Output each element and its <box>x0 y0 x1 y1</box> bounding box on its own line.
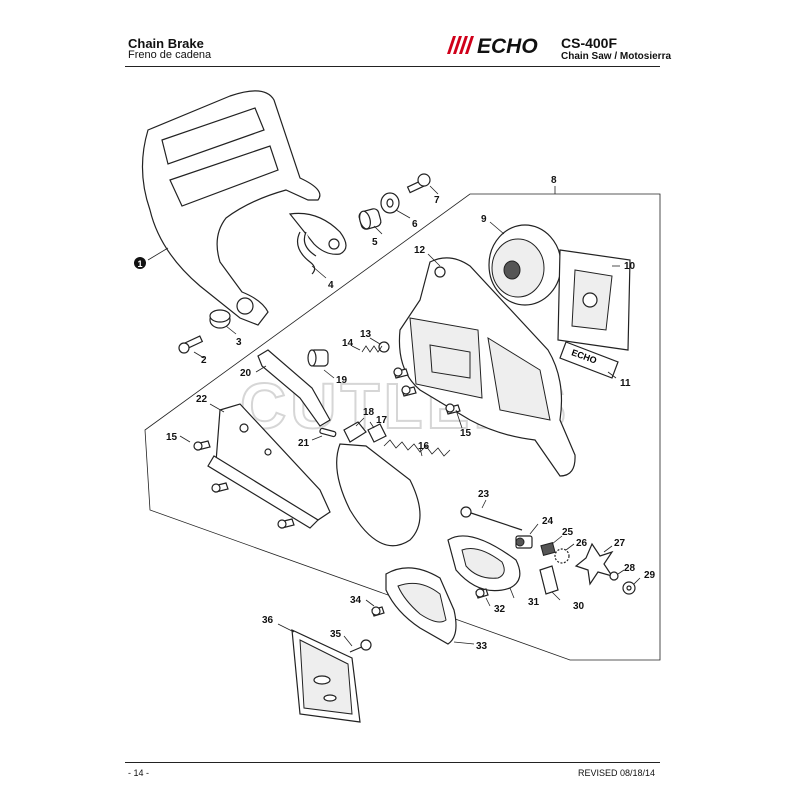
washer-part <box>380 192 400 214</box>
leader-lines <box>147 185 641 647</box>
callout-15-right: 15 <box>460 428 472 439</box>
svg-text:1: 1 <box>137 259 142 269</box>
callout-5: 5 <box>372 237 378 248</box>
callout-26: 26 <box>576 538 588 549</box>
echo-logo: ECHO <box>445 34 557 61</box>
model-number: CS-400F <box>561 35 618 51</box>
callout-16: 16 <box>418 441 430 452</box>
chain-guide-plate-part <box>447 535 521 592</box>
nut-part <box>540 542 556 556</box>
callout-35: 35 <box>330 629 342 640</box>
callout-32: 32 <box>494 604 506 615</box>
callout-23: 23 <box>478 489 490 500</box>
washer-29-part <box>622 581 636 595</box>
link-part <box>343 421 367 443</box>
callout-29: 29 <box>644 570 656 581</box>
callout-2: 2 <box>201 355 207 366</box>
bolt-part <box>406 173 431 194</box>
hand-guard-part <box>141 90 347 326</box>
callout-1: 1 <box>134 257 146 269</box>
callout-18: 18 <box>363 407 375 418</box>
callout-3: 3 <box>236 337 242 348</box>
bar-plate-part <box>291 629 361 723</box>
callout-34: 34 <box>350 595 362 606</box>
model-subtitle: Chain Saw / Motosierra <box>561 51 672 62</box>
collar-part <box>209 309 231 329</box>
bushing-part <box>358 208 382 230</box>
callout-14: 14 <box>342 338 354 349</box>
page-title: Chain Brake <box>128 36 204 51</box>
callout-12: 12 <box>414 245 426 256</box>
guide-plate-part <box>207 403 331 529</box>
pin-part <box>319 427 337 438</box>
long-bolt-part <box>460 506 523 531</box>
callout-19: 19 <box>336 375 348 386</box>
callout-17: 17 <box>376 415 388 426</box>
lever-bushing-part <box>307 349 329 367</box>
guide-plate-screws <box>193 440 295 529</box>
callout-27: 27 <box>614 538 626 549</box>
spring-clip-part <box>297 231 317 275</box>
sprocket-cover-part <box>385 567 457 645</box>
callout-7: 7 <box>434 195 440 206</box>
callout-9: 9 <box>481 214 487 225</box>
cover-plate-part <box>557 249 631 351</box>
gear-part <box>554 548 570 564</box>
callout-24: 24 <box>542 516 554 527</box>
callout-6: 6 <box>412 219 418 230</box>
star-wheel-part <box>574 542 614 586</box>
housing-screws <box>393 367 461 415</box>
callout-15-left: 15 <box>166 432 178 443</box>
callout-25: 25 <box>562 527 574 538</box>
revision-date: REVISED 08/18/14 <box>578 768 656 778</box>
callout-28: 28 <box>624 563 636 574</box>
callout-21: 21 <box>298 438 310 449</box>
callout-10: 10 <box>624 261 636 272</box>
callout-8: 8 <box>551 175 557 186</box>
header-rule <box>125 66 660 67</box>
crankcase-housing-part <box>398 257 576 477</box>
callout-11: 11 <box>620 378 631 389</box>
page-number: - 14 - <box>128 768 150 778</box>
brake-spring-part <box>383 439 451 457</box>
callout-33: 33 <box>476 641 488 652</box>
bolt-35-part <box>349 639 372 653</box>
callout-20: 20 <box>240 368 252 379</box>
tensioner-part <box>515 535 533 549</box>
footer-rule <box>125 762 660 763</box>
small-spring-part <box>361 345 383 353</box>
brand-text: ECHO <box>477 35 538 56</box>
ball-part <box>378 341 390 353</box>
tab-part <box>539 565 559 595</box>
brake-lever-part <box>257 349 331 427</box>
page-subtitle: Freno de cadena <box>128 49 212 61</box>
brake-band-part <box>336 443 421 547</box>
callout-30: 30 <box>573 601 585 612</box>
brake-drum-part <box>488 224 562 306</box>
callout-31: 31 <box>528 597 540 608</box>
small-washer-part <box>609 571 619 581</box>
callout-36: 36 <box>262 615 274 626</box>
block-part <box>367 423 387 443</box>
callout-4: 4 <box>328 280 334 291</box>
callout-13: 13 <box>360 329 372 340</box>
cover-screw-part <box>371 606 385 617</box>
callout-22: 22 <box>196 394 208 405</box>
echo-decal-part: ECHO <box>559 341 619 379</box>
screw-part <box>178 335 204 354</box>
assembly-outline <box>144 193 661 661</box>
plate-screw-part <box>475 588 489 599</box>
